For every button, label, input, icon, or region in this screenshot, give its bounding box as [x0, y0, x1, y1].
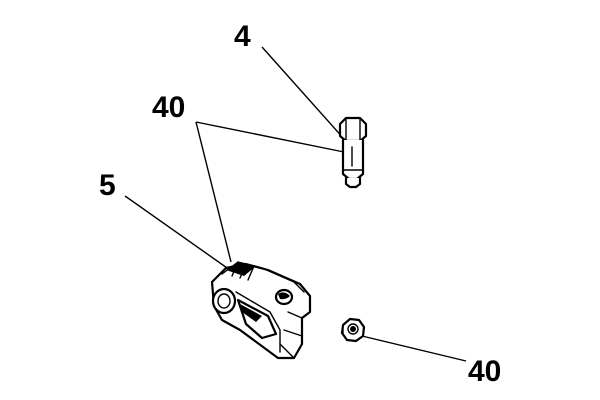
leader-pin-group-to-pin: [195, 121, 345, 153]
clevis-part: [210, 261, 312, 360]
leader-clevis: [124, 195, 231, 271]
callout-pin: 4: [234, 20, 251, 53]
callout-nut: 40: [468, 355, 501, 388]
pin-part: [338, 116, 368, 189]
callout-clevis: 5: [99, 169, 116, 202]
leader-nut: [361, 335, 467, 362]
callout-pin-group-qty: 40: [152, 91, 185, 124]
nut-part: [340, 317, 366, 343]
leader-lines: [124, 46, 467, 362]
leader-pin: [261, 46, 346, 141]
leader-pin-group-to-clevis: [195, 121, 232, 263]
